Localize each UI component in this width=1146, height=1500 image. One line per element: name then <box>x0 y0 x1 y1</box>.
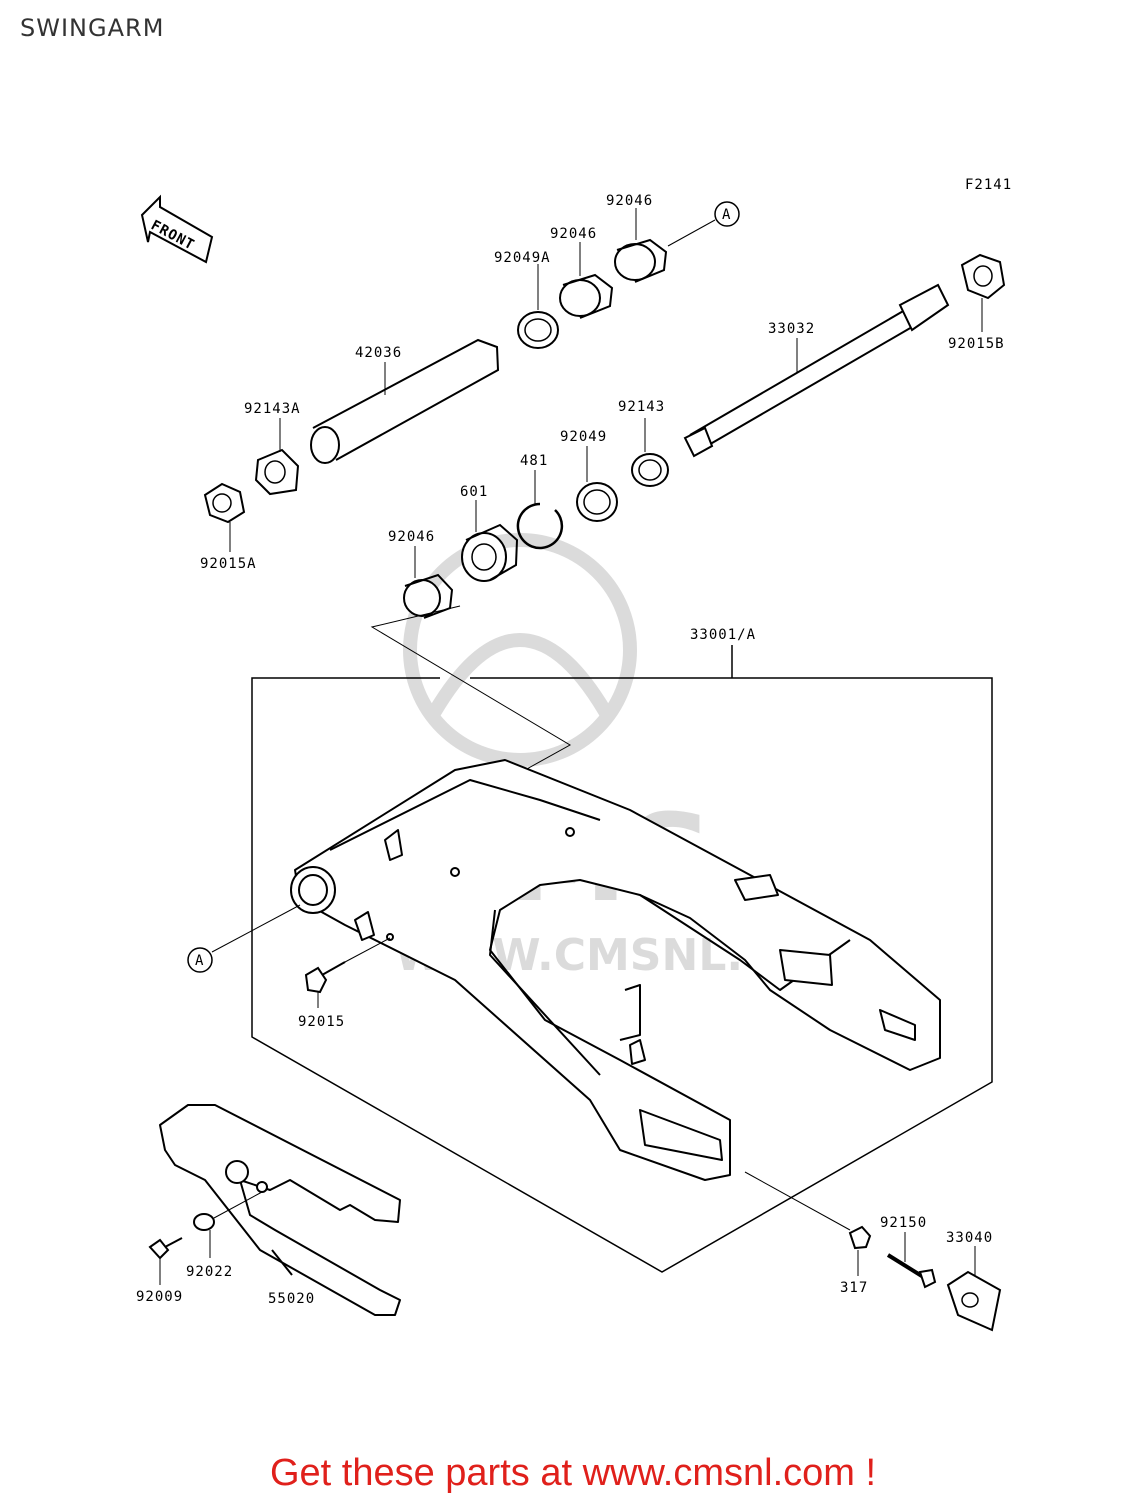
label-92046-top: 92046 <box>606 193 653 209</box>
ref-marker-a-lower: A <box>187 904 301 973</box>
ref-marker-a-top: A <box>667 201 740 247</box>
label-92049: 92049 <box>560 429 607 445</box>
part-92022 <box>193 1191 263 1258</box>
svg-text:A: A <box>195 953 204 969</box>
label-92022: 92022 <box>186 1264 233 1280</box>
label-92015b: 92015B <box>948 336 1005 352</box>
part-92143 <box>631 418 669 487</box>
label-42036: 42036 <box>355 345 402 361</box>
svg-text:A: A <box>722 207 731 223</box>
part-33040 <box>946 1246 1002 1332</box>
label-92049a: 92049A <box>494 250 551 266</box>
label-92143: 92143 <box>618 399 665 415</box>
assembly-frame-33001a <box>251 645 993 1273</box>
part-33032 <box>683 283 950 458</box>
part-55020 <box>159 1104 401 1316</box>
part-92046-mid <box>559 242 614 319</box>
label-33040: 33040 <box>946 1230 993 1246</box>
label-481: 481 <box>520 453 548 469</box>
label-33032: 33032 <box>768 321 815 337</box>
part-92015 <box>304 937 391 1008</box>
label-92015a: 92015A <box>200 556 257 572</box>
label-55020: 55020 <box>268 1291 315 1307</box>
page-title: SWINGARM <box>20 14 165 42</box>
part-42036 <box>310 338 500 464</box>
label-92009: 92009 <box>136 1289 183 1305</box>
figure-code: F2141 <box>965 177 1012 193</box>
label-92046-mid: 92046 <box>550 226 597 242</box>
label-92143a: 92143A <box>244 401 301 417</box>
part-92143a <box>254 418 300 496</box>
part-swingarm-body <box>290 759 941 1181</box>
part-92046-low <box>403 546 454 619</box>
label-92046-low: 92046 <box>388 529 435 545</box>
part-92046-top <box>614 208 668 283</box>
part-92049a <box>517 264 559 349</box>
leader-lines <box>370 605 572 771</box>
part-92049 <box>576 446 618 522</box>
front-arrow-icon: FRONT <box>140 194 214 264</box>
label-92150: 92150 <box>880 1215 927 1231</box>
label-601: 601 <box>460 484 488 500</box>
part-92015a <box>203 482 246 552</box>
part-92150 <box>886 1232 937 1289</box>
part-92015b <box>960 253 1006 332</box>
cta-link[interactable]: Get these parts at www.cmsnl.com ! <box>269 1452 877 1494</box>
label-92015: 92015 <box>298 1014 345 1030</box>
part-481 <box>516 470 564 550</box>
part-317 <box>744 1171 872 1276</box>
label-33001a: 33001/A <box>690 627 756 643</box>
part-92009 <box>148 1237 183 1285</box>
label-317: 317 <box>840 1280 868 1296</box>
part-601 <box>461 500 519 582</box>
